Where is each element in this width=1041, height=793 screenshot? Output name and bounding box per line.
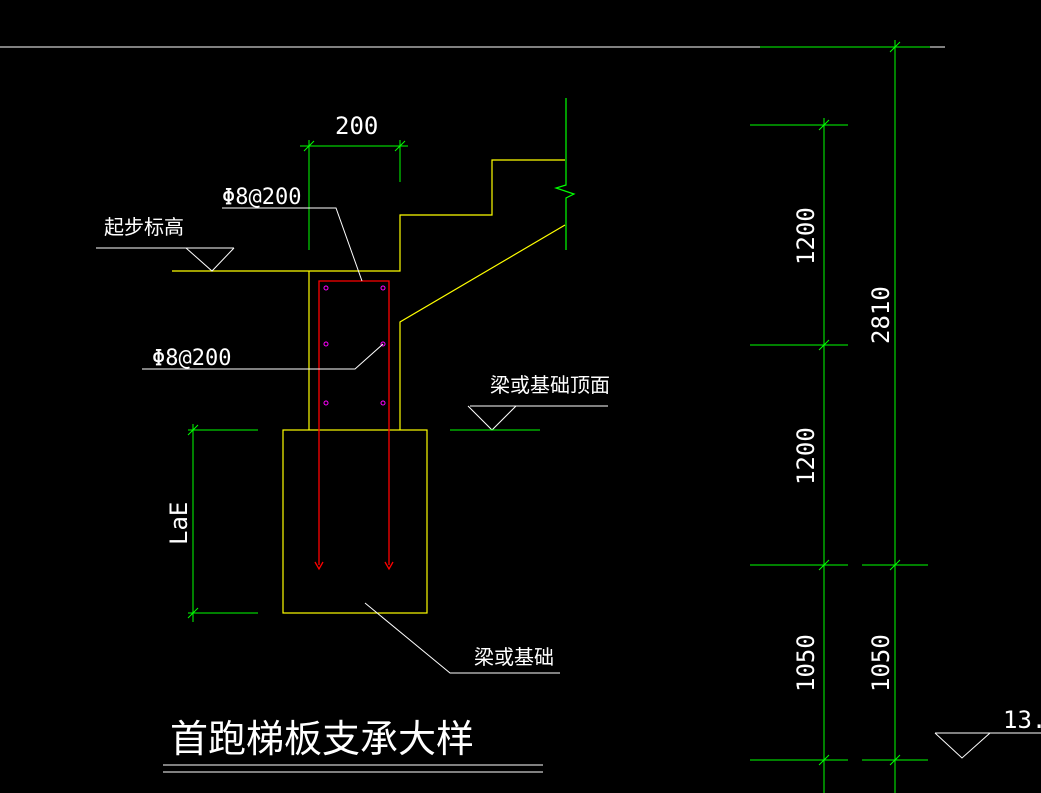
width-dimension: [300, 140, 408, 250]
dim-outer-lower: 1050: [867, 634, 895, 692]
rebar-side-label: Φ8@200: [152, 346, 231, 371]
rebar-dots: [323, 285, 386, 406]
break-line: [554, 98, 576, 250]
dim-inner-lower: 1050: [792, 634, 820, 692]
rebar-top-label: Φ8@200: [222, 185, 301, 210]
leader-lines: [142, 207, 560, 674]
elevation-symbol: [934, 732, 1041, 759]
dim-inner-middle: 1200: [792, 427, 820, 485]
drawing-title: 首跑梯板支承大样: [170, 717, 474, 761]
anchorage-label: LaE: [165, 502, 193, 545]
start-elevation-marker: [96, 247, 235, 272]
start-elevation-label: 起步标高: [104, 215, 184, 239]
dim-outer-total: 2810: [867, 286, 895, 344]
vertical-dimension-chain: [750, 40, 930, 793]
beam-top-marker: [450, 405, 608, 431]
title-underline: [163, 764, 543, 773]
concrete-outline: [172, 159, 566, 614]
rebar-cage: [314, 280, 394, 571]
beam-label: 梁或基础: [474, 645, 554, 669]
dim-inner-upper: 1200: [792, 207, 820, 265]
anchorage-dimension: [187, 424, 258, 622]
beam-top-label: 梁或基础顶面: [490, 373, 610, 397]
elevation-value: 13.: [1003, 706, 1041, 734]
width-dim-label: 200: [335, 112, 378, 140]
